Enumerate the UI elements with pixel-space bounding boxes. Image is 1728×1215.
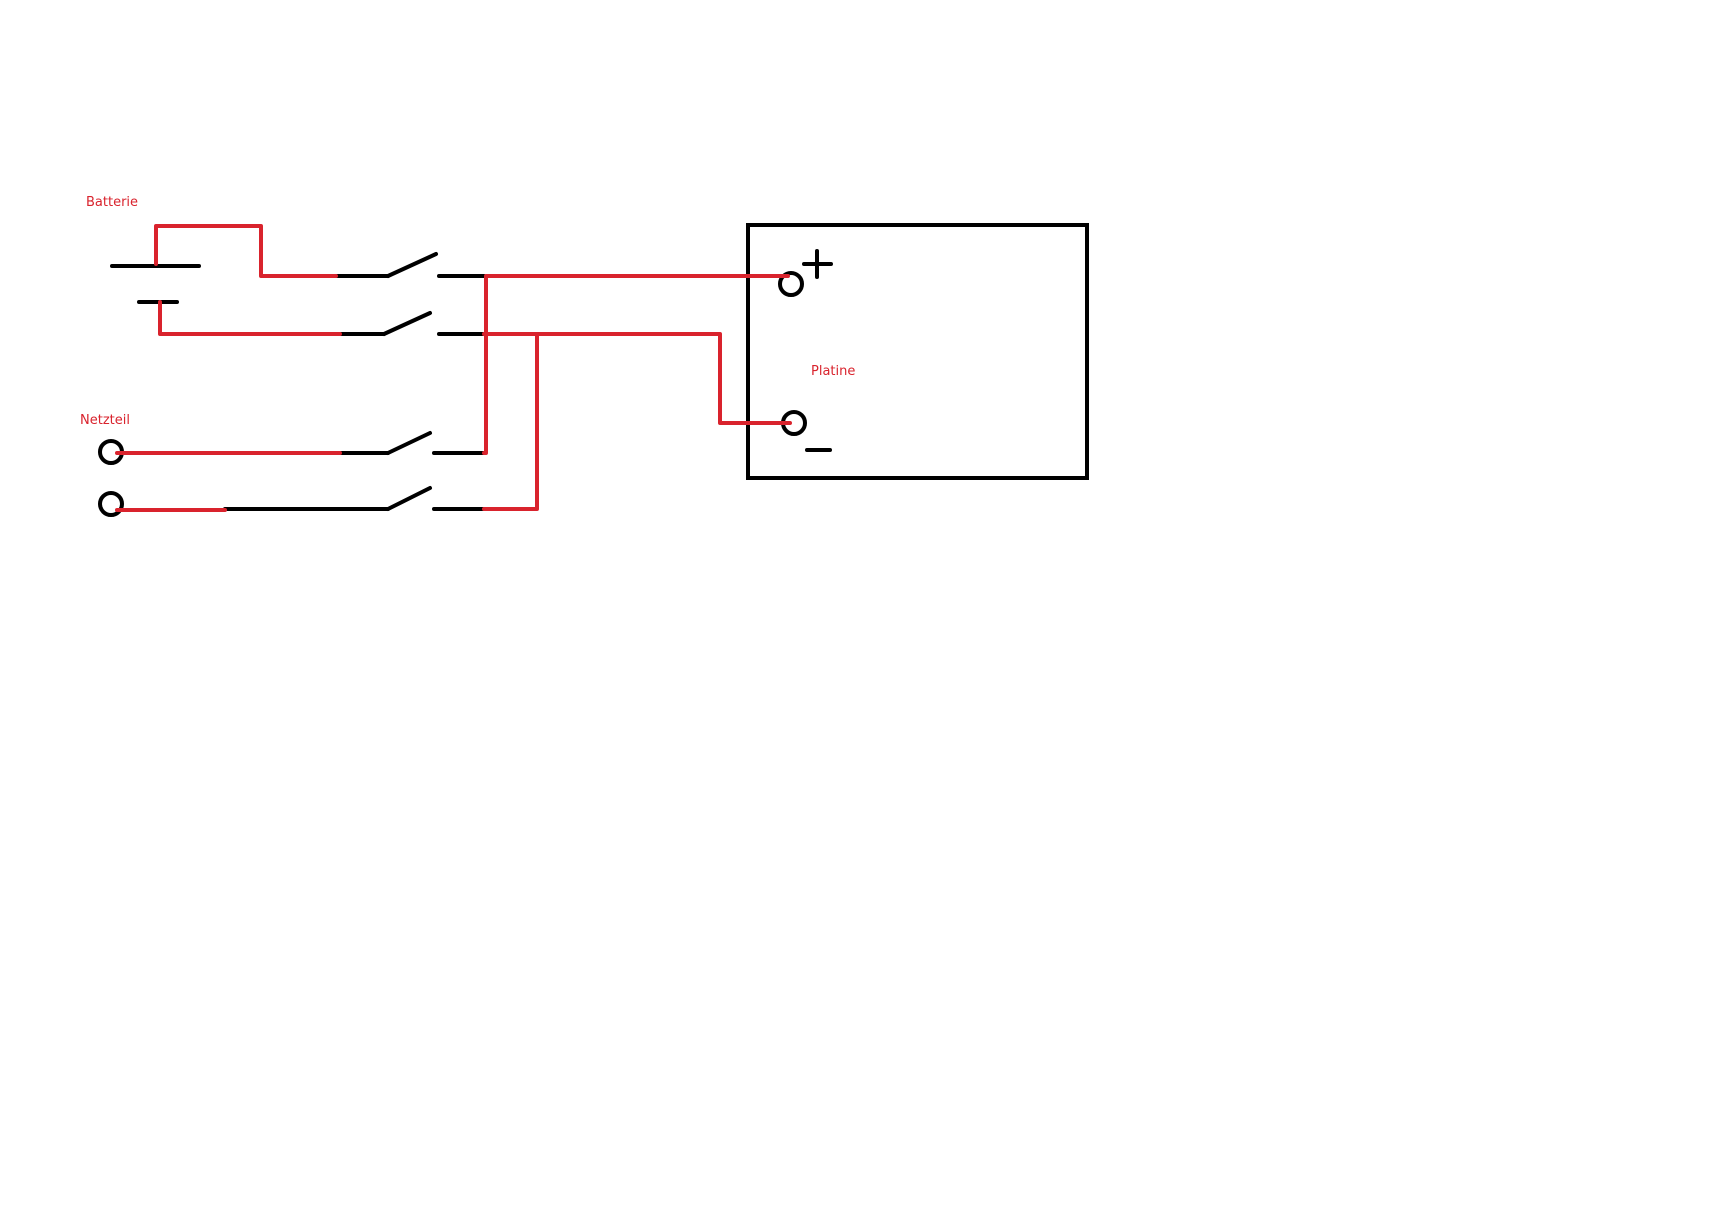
switch-battery-minus bbox=[338, 311, 486, 336]
wire-minus-bus bbox=[482, 332, 792, 425]
wire-battery-plus bbox=[154, 224, 338, 278]
wire-plus-bus bbox=[482, 274, 790, 455]
power-supply-terminal-2 bbox=[98, 491, 124, 517]
battery-label: Batterie bbox=[86, 195, 138, 210]
plus-sign-icon bbox=[802, 249, 833, 279]
wire-power-supply-minus-return bbox=[482, 332, 539, 511]
board-label: Platine bbox=[811, 364, 855, 379]
board-plus-terminal bbox=[778, 271, 804, 297]
board-outline bbox=[746, 223, 1089, 480]
power-supply-label: Netzteil bbox=[80, 413, 130, 428]
switch-power-supply-minus bbox=[223, 486, 486, 511]
switch-battery-plus bbox=[334, 252, 486, 278]
wire-battery-minus bbox=[158, 300, 342, 336]
battery-symbol bbox=[110, 264, 201, 304]
switch-power-supply-plus bbox=[338, 431, 486, 455]
